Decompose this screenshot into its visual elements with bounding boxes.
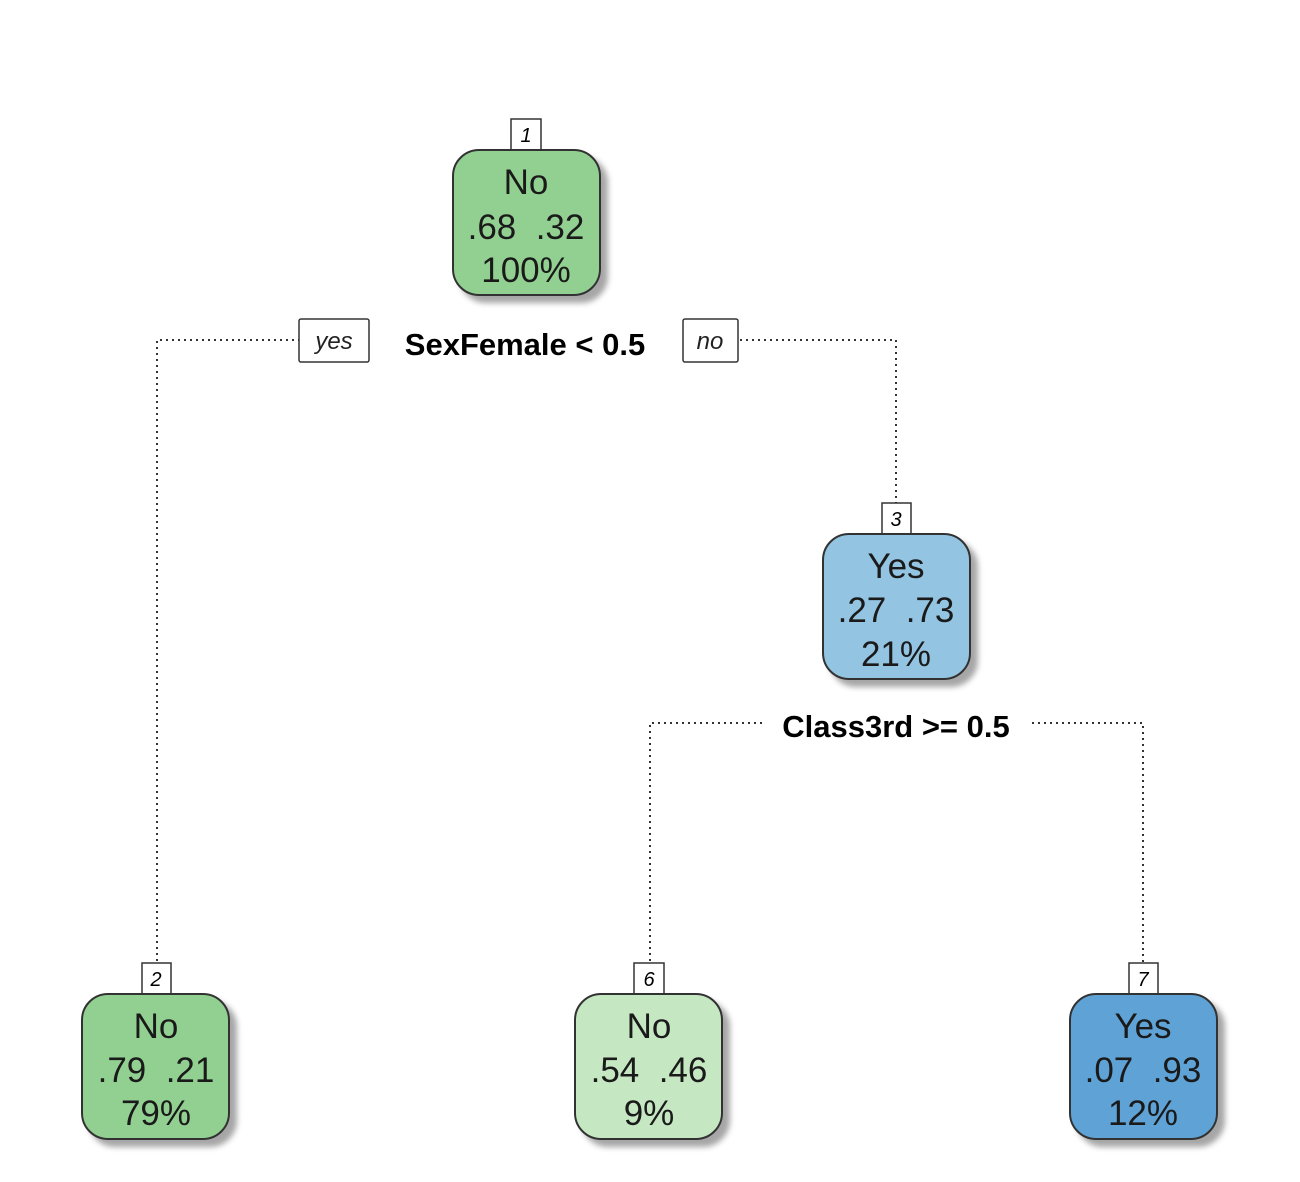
branch-label-no-text: no: [697, 328, 724, 355]
node-class-3: Yes: [867, 547, 924, 586]
node-pct-3: 21%: [861, 635, 931, 674]
split-label-sexfemale: SexFemale < 0.5: [405, 327, 645, 362]
branch-label-yes-text: yes: [313, 328, 352, 355]
node-box-2: [81, 993, 230, 1140]
node-probs-6: .54 .46: [591, 1051, 708, 1090]
node-box-1: [452, 149, 601, 296]
edge-1-to-3: [740, 339, 897, 505]
node-pct-2: 79%: [121, 1094, 191, 1133]
node-probs-3: .27 .73: [838, 591, 955, 630]
split-label-class3rd: Class3rd >= 0.5: [782, 709, 1010, 744]
tree-node-1: 1 No .68 .32 100%: [452, 118, 601, 296]
edge-3-to-6: [649, 722, 762, 965]
node-probs-1: .68 .32: [468, 208, 585, 247]
node-class-2: No: [134, 1007, 179, 1046]
node-number-3: 3: [890, 509, 901, 531]
tree-node-2: 2 No .79 .21 79%: [81, 962, 230, 1140]
node-class-1: No: [504, 163, 549, 202]
node-number-2: 2: [149, 969, 161, 991]
node-probs-2: .79 .21: [98, 1051, 215, 1090]
edge-1-to-2: [156, 339, 300, 965]
tree-edges: [156, 339, 1144, 965]
node-pct-7: 12%: [1108, 1094, 1178, 1133]
branch-label-yes: yes: [298, 318, 370, 363]
node-pct-6: 9%: [624, 1094, 675, 1133]
node-box-6: [574, 993, 723, 1140]
node-pct-1: 100%: [481, 251, 571, 290]
node-number-7: 7: [1137, 969, 1149, 991]
node-class-6: No: [627, 1007, 672, 1046]
node-number-1: 1: [520, 125, 531, 147]
edge-3-to-7: [1032, 722, 1144, 965]
tree-node-6: 6 No .54 .46 9%: [574, 962, 723, 1140]
node-box-7: [1069, 993, 1218, 1140]
node-class-7: Yes: [1114, 1007, 1171, 1046]
node-number-6: 6: [643, 969, 655, 991]
tree-node-7: 7 Yes .07 .93 12%: [1069, 962, 1218, 1140]
tree-node-3: 3 Yes .27 .73 21%: [822, 502, 971, 680]
node-probs-7: .07 .93: [1085, 1051, 1202, 1090]
branch-label-no: no: [682, 318, 739, 363]
node-box-3: [822, 533, 971, 680]
